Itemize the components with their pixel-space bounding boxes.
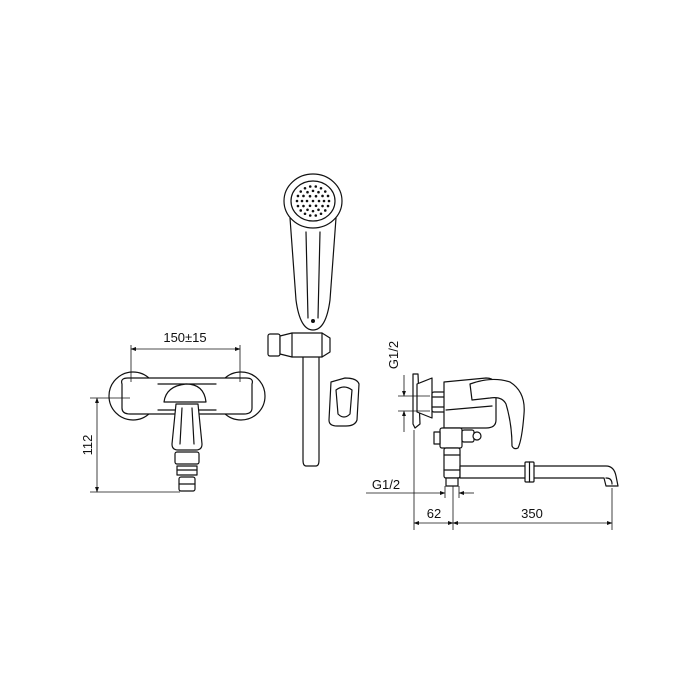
nozzle-dot <box>299 190 303 193</box>
nozzle-dot <box>317 208 320 212</box>
nozzle-dot <box>323 190 327 193</box>
nozzle-dot <box>311 209 315 213</box>
mixer-side-view <box>412 373 619 487</box>
nozzle-dot <box>302 194 305 198</box>
nozzle-dot <box>302 204 305 208</box>
nozzle-dot <box>300 199 304 203</box>
nozzle-dot <box>319 212 323 216</box>
nozzle-dot <box>323 209 327 212</box>
nozzle-dot <box>305 199 309 203</box>
nozzle-dot <box>326 194 330 198</box>
nozzle-dot <box>296 194 300 198</box>
nozzle-dot <box>321 204 324 208</box>
length-dimensions: 62 350 <box>413 430 613 530</box>
height-label: 112 <box>80 435 95 456</box>
nozzle-dot <box>327 199 331 203</box>
nozzle-dot <box>299 209 303 212</box>
nozzle-dot <box>322 199 326 203</box>
nozzle-dot <box>314 204 318 208</box>
nozzle-dot <box>308 204 312 208</box>
nozzle-dot <box>306 208 309 212</box>
nozzle-dot <box>314 214 318 217</box>
shower-nozzles <box>295 185 331 217</box>
nozzle-dot <box>314 185 318 188</box>
nozzle-dot <box>311 189 315 193</box>
inlet-thread-side-dimension: G1/2 <box>366 477 474 498</box>
nozzle-dot <box>326 204 330 208</box>
inlet-thread-top-label: G1/2 <box>386 341 401 369</box>
hand-shower <box>267 173 360 467</box>
nozzle-dot <box>321 194 324 198</box>
inlet-thread-side-label: G1/2 <box>372 477 400 492</box>
nozzle-dot <box>303 212 307 216</box>
nozzle-dot <box>317 199 321 203</box>
width-dimension: 150±15 <box>130 330 241 382</box>
nozzle-dot <box>303 186 307 190</box>
nozzle-dot <box>308 194 312 198</box>
nozzle-dot <box>296 204 300 208</box>
nozzle-dot <box>317 190 320 194</box>
mixer-front-view <box>108 371 266 492</box>
inlet-thread-top-dimension: G1/2 <box>386 341 430 432</box>
nozzle-dot <box>308 185 312 188</box>
width-label: 150±15 <box>163 330 206 345</box>
nozzle-dot <box>308 214 312 217</box>
nozzle-dot <box>319 186 323 190</box>
nozzle-dot <box>311 199 315 203</box>
height-dimension: 112 <box>80 397 180 493</box>
nozzle-dot <box>295 199 299 203</box>
nozzle-dot <box>314 194 318 198</box>
spout-length-label: 350 <box>521 506 543 521</box>
nozzle-dot <box>306 190 309 194</box>
wall-offset-label: 62 <box>427 506 441 521</box>
